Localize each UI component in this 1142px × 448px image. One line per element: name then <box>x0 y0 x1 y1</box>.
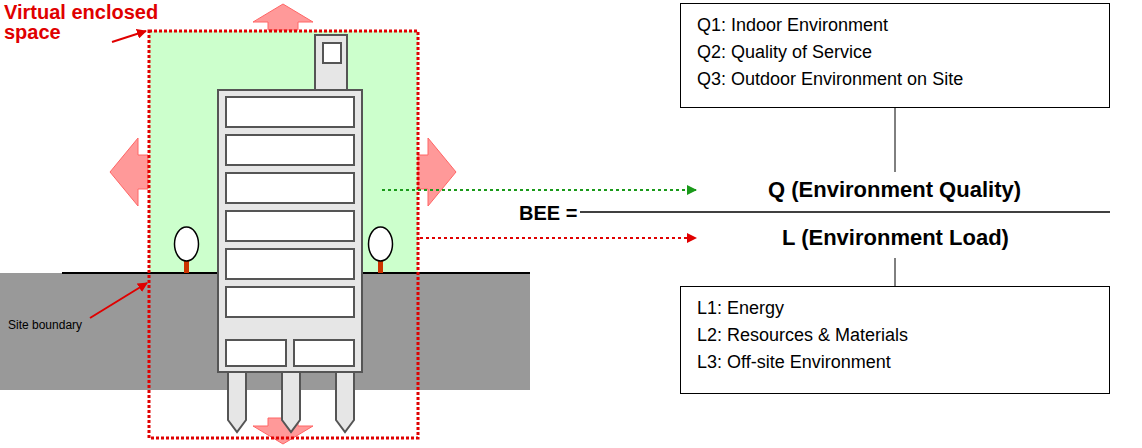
box-text: Q3: Outdoor Environment on Site <box>697 66 1093 93</box>
formula-label: BEE = <box>519 202 577 225</box>
quality-pointer <box>382 189 696 191</box>
building <box>218 35 362 432</box>
load-pointer <box>420 237 696 239</box>
quality-label: Q (Environment Quality) <box>764 177 1025 203</box>
box-text: Q1: Indoor Environment <box>697 12 1093 39</box>
bracket-line <box>895 258 896 286</box>
trees <box>175 227 393 273</box>
expansion-arrows <box>110 4 456 444</box>
boundary-label: Site boundary <box>8 318 82 332</box>
box-text: L2: Resources & Materials <box>697 322 1093 349</box>
box-text: Q2: Quality of Service <box>697 39 1093 66</box>
box-text: L1: Energy <box>697 295 1093 322</box>
enclosed-space <box>149 31 418 272</box>
region-label: Virtual enclosed space <box>4 2 174 42</box>
fraction-bar <box>580 211 1110 213</box>
load-box: L1: EnergyL2: Resources & MaterialsL3: O… <box>680 286 1110 394</box>
leader-line <box>90 283 147 318</box>
virtual-boundary <box>149 31 418 438</box>
box-text: L3: Off-site Environment <box>697 349 1093 376</box>
quality-box: Q1: Indoor EnvironmentQ2: Quality of Ser… <box>680 3 1110 108</box>
bracket-line <box>895 108 896 172</box>
leader-line <box>112 31 146 42</box>
load-label: L (Environment Load) <box>778 225 1013 251</box>
